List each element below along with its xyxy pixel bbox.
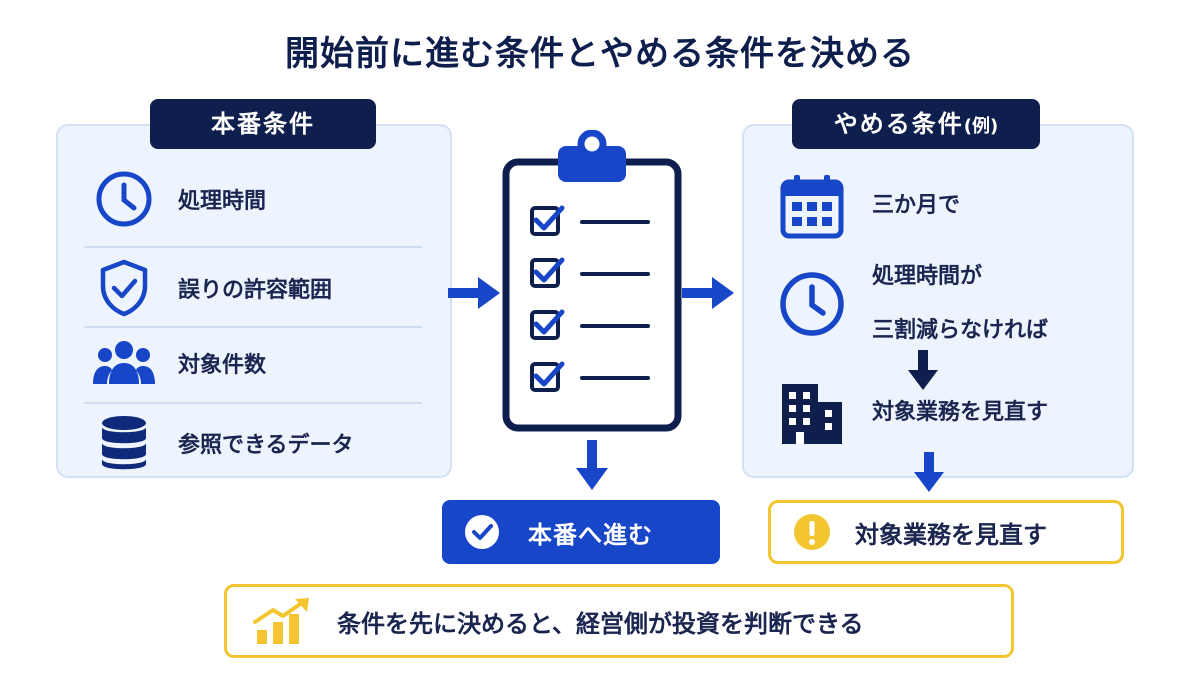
- page-title: 開始前に進む条件とやめる条件を決める: [285, 34, 915, 74]
- arrow-down-icon: [908, 350, 938, 390]
- arrow-right-icon: [682, 277, 734, 309]
- stop-conditions-tag-label: やめる条件: [833, 110, 964, 138]
- condition-label: 誤りの許容範囲: [178, 278, 333, 303]
- clock-icon: [84, 170, 164, 228]
- stop-item-label-line2: 三割減らなければ: [872, 318, 1049, 343]
- review-label: 対象業務を見直す: [855, 520, 1047, 549]
- growth-chart-icon: [251, 596, 315, 646]
- proceed-to-production-button[interactable]: 本番へ進む: [442, 500, 720, 564]
- production-conditions-tag: 本番条件: [150, 99, 376, 149]
- arrow-down-icon: [576, 440, 608, 490]
- calendar-icon: [778, 172, 846, 240]
- divider: [84, 402, 422, 404]
- condition-item-target-count: 対象件数: [84, 338, 424, 388]
- users-icon: [84, 338, 164, 388]
- stop-item-three-months: 三か月で: [778, 172, 960, 240]
- stop-item-processing-time: 処理時間が 三割減らなければ: [778, 258, 1048, 350]
- bottom-note-label: 条件を先に決めると、経営側が投資を判断できる: [337, 609, 864, 638]
- condition-item-data-access: 参照できるデータ: [84, 414, 424, 472]
- check-circle-icon: [464, 514, 500, 550]
- stop-conditions-tag-suffix: (例): [963, 116, 999, 137]
- arrow-right-icon: [448, 277, 500, 309]
- database-icon: [84, 414, 164, 472]
- building-icon: [778, 380, 846, 446]
- bottom-note: 条件を先に決めると、経営側が投資を判断できる: [224, 584, 1014, 658]
- condition-item-error-tolerance: 誤りの許容範囲: [84, 258, 424, 318]
- divider: [84, 326, 422, 328]
- condition-label: 参照できるデータ: [178, 433, 354, 458]
- shield-check-icon: [84, 258, 164, 318]
- stop-item-label: 対象業務を見直す: [872, 400, 1049, 425]
- stop-item-review-business: 対象業務を見直す: [778, 380, 1048, 446]
- exclamation-circle-icon: [793, 513, 831, 551]
- arrow-down-icon: [914, 452, 944, 492]
- condition-label: 対象件数: [178, 353, 267, 378]
- condition-item-processing-time: 処理時間: [84, 170, 424, 228]
- proceed-label: 本番へ進む: [528, 520, 653, 549]
- clipboard-checklist-icon: [502, 129, 682, 436]
- clock-icon: [778, 270, 846, 338]
- stop-conditions-tag: やめる条件(例): [792, 99, 1040, 149]
- condition-label: 処理時間: [178, 189, 267, 214]
- divider: [84, 246, 422, 248]
- stop-item-label: 三か月で: [872, 193, 961, 218]
- stop-item-label-line1: 処理時間が: [872, 264, 983, 289]
- review-business-button[interactable]: 対象業務を見直す: [768, 500, 1124, 564]
